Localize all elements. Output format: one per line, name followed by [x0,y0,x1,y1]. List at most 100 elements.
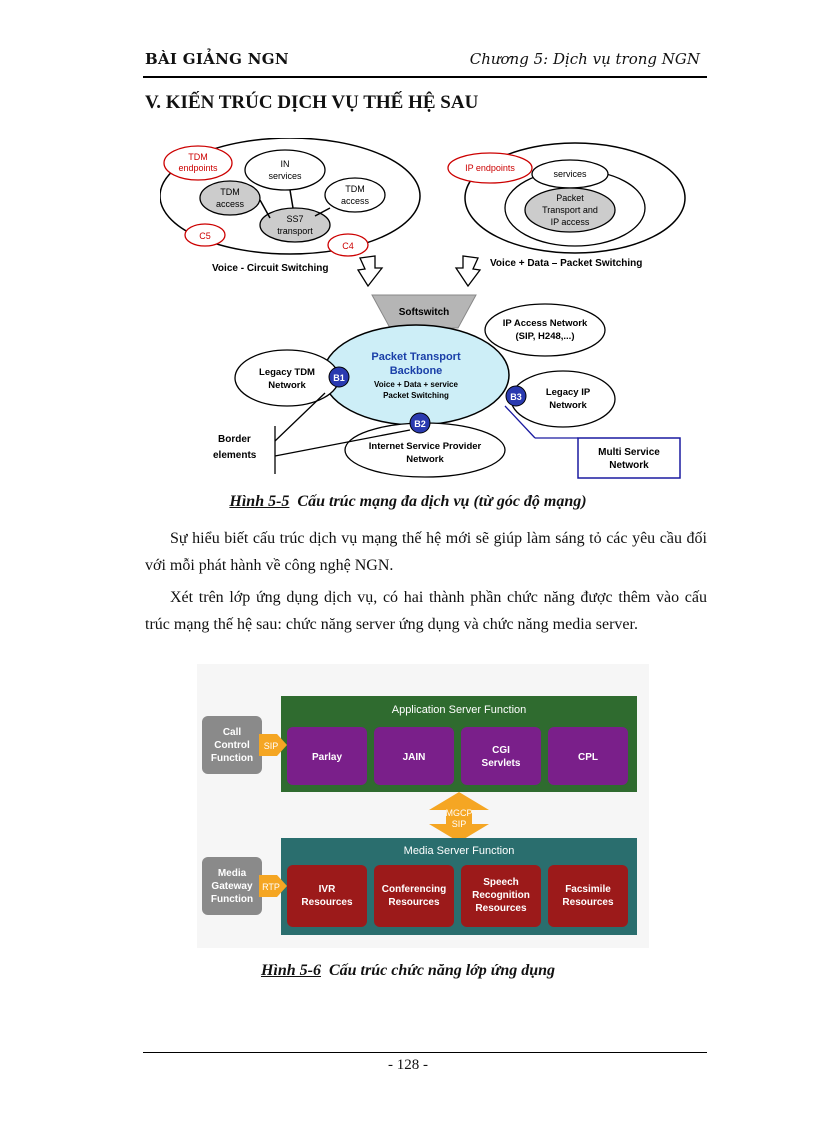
speech-label-3: Resources [475,903,527,914]
softswitch-trapezoid [371,294,477,329]
c4-label: C4 [342,241,354,251]
b1-badge [328,366,350,388]
backbone-label-1: Packet Transport [371,351,461,363]
paragraph-2: Xét trên lớp ứng dụng dịch vụ, có hai th… [145,589,707,633]
in-services-node [244,149,326,191]
c5-label: C5 [199,231,211,241]
ivr-box [287,865,367,927]
multi-service-label-1: Multi Service [598,447,660,458]
header-rule [143,76,707,78]
ss7-transport-node [259,207,331,243]
backbone-label-4: Packet Switching [383,391,449,400]
facsimile-label-2: Resources [562,897,614,908]
legacy-tdm-label-1: Legacy TDM [259,367,315,378]
ip-access-network-node [484,303,606,357]
backbone-label-2: Backbone [390,365,443,377]
call-control-label-1: Call [223,727,242,738]
figure1-caption-text: Cấu trúc mạng đa dịch vụ (từ góc độ mạng… [297,493,587,510]
legacy-tdm-label-2: Network [268,380,306,391]
ivr-label-1: IVR [319,884,336,895]
in-services-label-2: services [268,171,302,181]
facsimile-label-1: Facsimile [565,884,611,895]
jain-box [374,727,454,785]
call-control-label-3: Function [211,753,253,764]
ivr-label-2: Resources [301,897,353,908]
arrow-left [356,255,384,288]
c5-bubble [184,223,226,247]
cgi-label: CGI [492,745,510,756]
c4-bubble [327,233,369,257]
packet-transport-node [524,187,616,233]
rtp-tag-label: RTP [262,882,280,892]
parlay-box [287,727,367,785]
sip-tag [259,734,287,756]
border-label-1: Border [218,434,251,445]
tdm-endpoints-label-1: TDM [188,152,208,162]
parlay-label: Parlay [312,752,342,763]
ip-access-label-1: IP Access Network [503,318,588,329]
app-server-title: Application Server Function [392,704,527,716]
services-label: services [553,169,587,179]
tdm-access-left-label-1: TDM [220,187,240,197]
legacy-ip-label-2: Network [549,400,587,411]
tdm-endpoints-label-2: endpoints [178,163,218,173]
mgcp-arrow [429,792,489,842]
call-control-label-2: Control [214,740,250,751]
backbone-label-3: Voice + Data + service [374,380,458,389]
figure1-caption: Hình 5-5 Cấu trúc mạng đa dịch vụ (từ gó… [0,493,816,511]
speech-label-1: Speech [483,877,519,888]
packet-transport-label-2: Transport and [542,205,598,215]
ss7-label-2: transport [277,226,313,236]
tdm-access-right-node [324,177,386,213]
servlets-label: Servlets [482,758,521,769]
multi-service-box [577,437,681,479]
jain-label: JAIN [403,752,426,763]
voice-circuit-label: Voice - Circuit Switching [212,263,329,274]
b2-badge [409,412,431,434]
header-left: BÀI GIẢNG NGN [145,50,289,68]
mgcp-label-2: SIP [452,819,467,829]
cpl-label: CPL [578,752,598,763]
body-text: Sự hiểu biết cấu trúc dịch vụ mạng thế h… [145,525,707,638]
facsimile-box [548,865,628,927]
ss7-label-1: SS7 [286,214,303,224]
softswitch-label: Softswitch [399,307,450,318]
paragraph-1: Sự hiểu biết cấu trúc dịch vụ mạng thế h… [145,530,707,574]
in-services-label-1: IN [281,159,290,169]
mgcp-label-1: MGCP [446,808,473,818]
b2-label: B2 [414,419,426,429]
figure-network-architecture: TDM endpoints IN services TDM access TDM… [160,138,686,479]
footer-rule [143,1052,707,1053]
conferencing-label-1: Conferencing [382,884,446,895]
tdm-access-left-node [199,180,261,216]
packet-transport-label-1: Packet [556,193,584,203]
conferencing-label-2: Resources [388,897,440,908]
header-right: Chương 5: Dịch vụ trong NGN [469,50,700,68]
b3-label: B3 [510,392,522,402]
media-gateway-label-1: Media [218,868,247,879]
figure1-caption-num: Hình 5-5 [229,493,290,510]
isp-label-2: Network [406,454,444,465]
isp-label-1: Internet Service Provider [369,441,482,452]
b1-label: B1 [333,373,345,383]
legacy-tdm-node [234,349,340,407]
arrow-right [454,255,482,288]
border-label-2: elements [213,450,257,461]
ip-endpoints-bubble [447,152,533,184]
packet-transport-label-3: IP access [551,217,590,227]
b3-badge [505,385,527,407]
legacy-ip-node [510,370,616,428]
figure2-caption-num: Hình 5-6 [260,962,321,979]
cpl-box [548,727,628,785]
figure2-caption: Hình 5-6 Cấu trúc chức năng lớp ứng dụng [0,962,816,980]
sip-tag-label: SIP [264,741,279,751]
figure2-caption-text: Cấu trúc chức năng lớp ứng dụng [328,962,556,979]
ip-endpoints-label: IP endpoints [465,163,515,173]
tdm-access-right-label-2: access [341,196,370,206]
media-gateway-box [202,857,262,915]
tdm-access-left-label-2: access [216,199,245,209]
section-title: V. KIẾN TRÚC DỊCH VỤ THẾ HỆ SAU [145,92,479,113]
multi-service-label-2: Network [609,460,649,471]
media-gateway-label-3: Function [211,894,253,905]
voice-data-packet-label: Voice + Data – Packet Switching [490,258,642,269]
